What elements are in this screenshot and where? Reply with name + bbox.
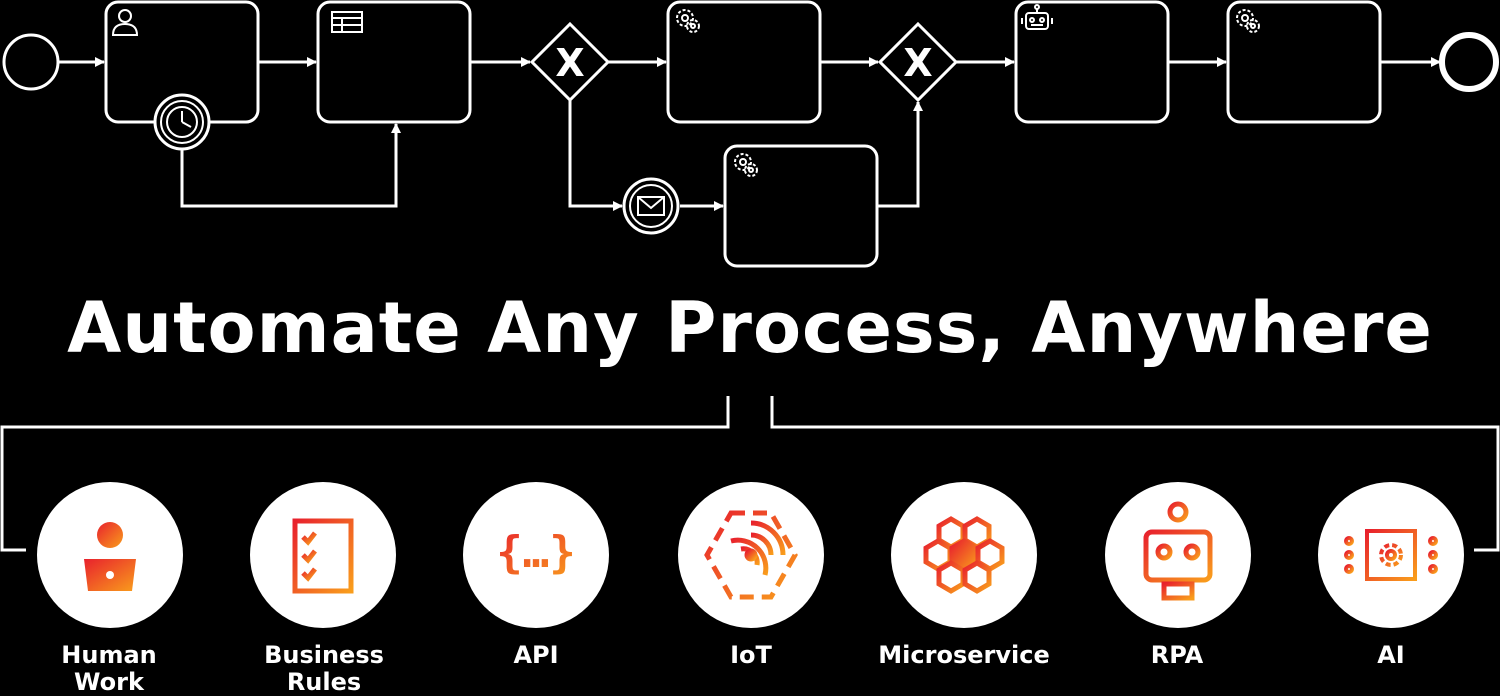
exclusive-gateway-2: X	[877, 21, 959, 103]
exclusive-gateway-1: X	[529, 21, 611, 103]
clock-icon	[166, 106, 198, 138]
gear-icon	[1236, 9, 1260, 33]
table-icon	[331, 11, 363, 33]
human-work-icon	[84, 522, 136, 591]
ai-tile	[1318, 482, 1464, 628]
robot-task	[1014, 0, 1170, 124]
api-glyph: {…}	[496, 527, 575, 578]
end-event	[1439, 32, 1499, 92]
iot-tile	[678, 482, 824, 628]
robot-icon	[1021, 4, 1053, 30]
microservice-tile	[891, 482, 1037, 628]
microservice-label: Microservice	[878, 641, 1050, 669]
rpa-label: RPA	[1150, 641, 1204, 669]
start-event	[2, 33, 60, 91]
gear-icon	[734, 153, 758, 177]
ai-label: AI	[1377, 641, 1405, 669]
timer-flow-arrow	[180, 123, 401, 208]
bracket-connector	[0, 396, 1500, 552]
human-work-tile	[37, 482, 183, 628]
iot-label: IoT	[730, 641, 772, 669]
iot-icon	[704, 510, 798, 600]
rpa-tile	[1105, 482, 1251, 628]
rpa-icon	[1131, 501, 1225, 601]
api-icon: {…}	[496, 527, 575, 578]
business-rule-task	[316, 0, 472, 124]
timer-boundary-event	[153, 93, 211, 151]
merge-flow-arrow	[877, 101, 923, 208]
api-label: API	[513, 641, 559, 669]
gear-icon	[676, 9, 700, 33]
message-event	[622, 177, 680, 235]
headline: Automate Any Process, Anywhere	[67, 287, 1433, 369]
user-icon	[111, 9, 139, 36]
envelope-icon	[637, 196, 665, 216]
business-rules-tile	[250, 482, 396, 628]
service-task-2	[723, 144, 879, 268]
gateway-symbol: X	[903, 41, 932, 85]
microservice-icon	[923, 516, 1005, 594]
api-tile: {…}	[463, 482, 609, 628]
branch-flow-arrow	[568, 100, 623, 211]
gateway-symbol: X	[555, 41, 584, 85]
business-rules-icon	[292, 518, 354, 594]
ai-icon	[1344, 515, 1438, 595]
